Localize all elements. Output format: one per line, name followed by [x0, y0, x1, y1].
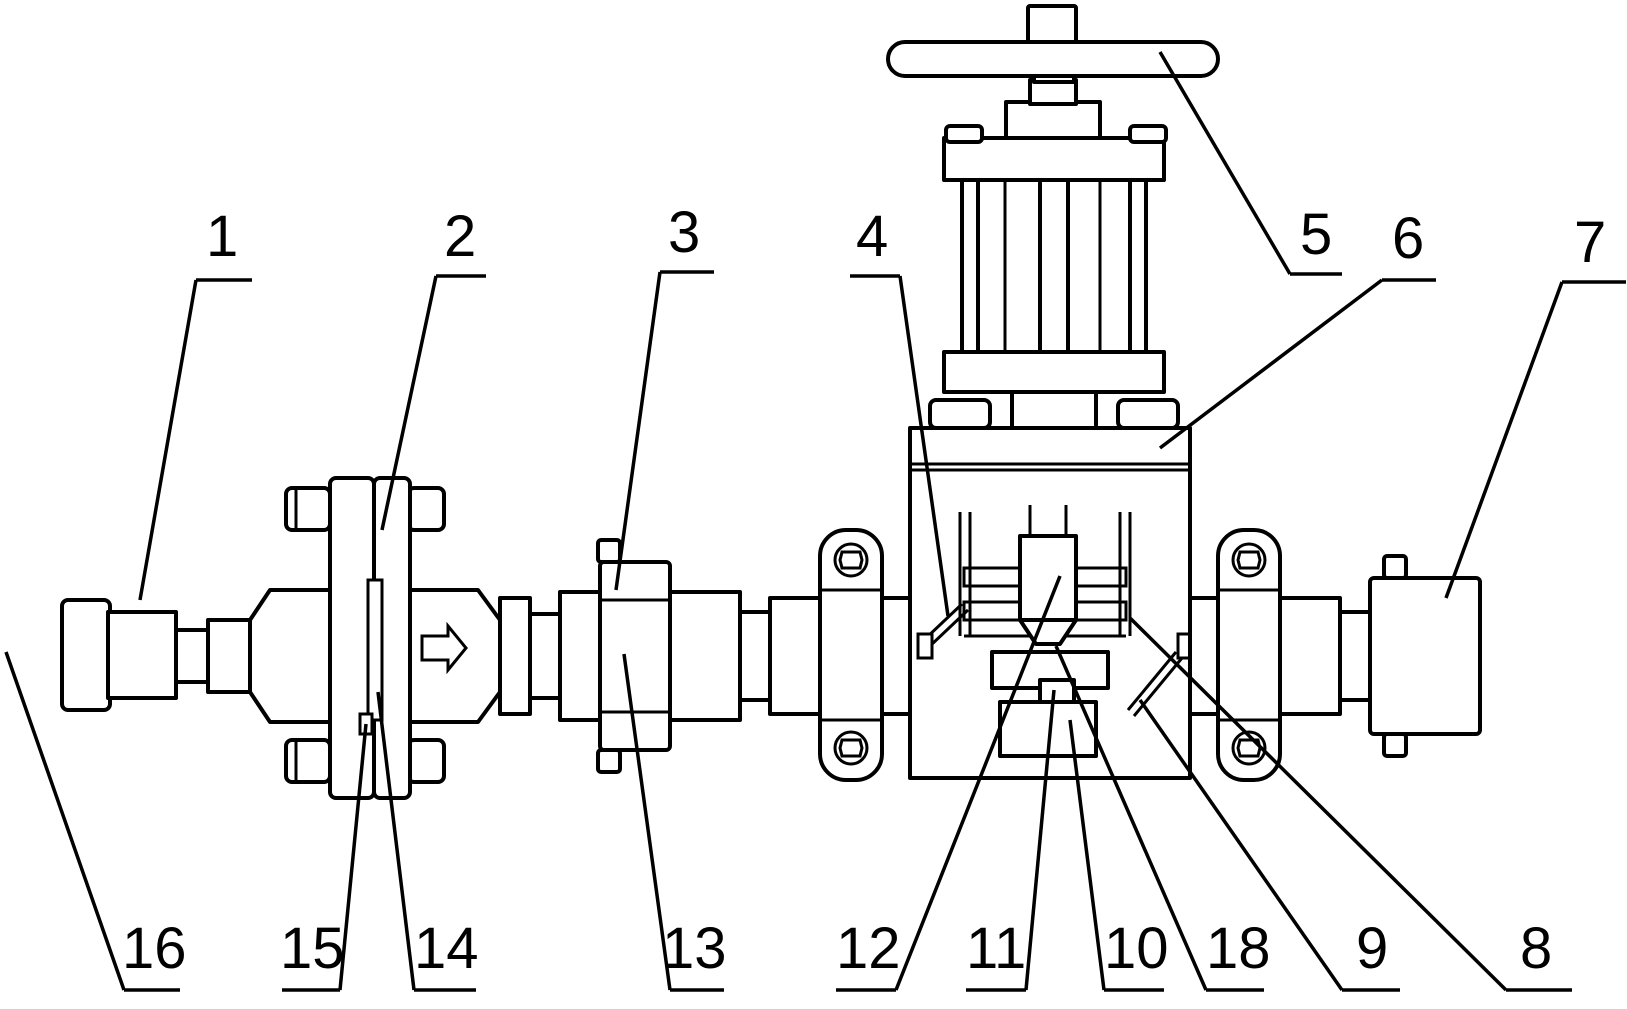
label-8: 8	[1520, 916, 1552, 981]
flow-direction-arrow	[420, 621, 468, 675]
label-15: 15	[280, 916, 345, 981]
label-3: 3	[668, 200, 700, 265]
label-18: 18	[1206, 916, 1271, 981]
leader-lines	[4, 51, 1626, 992]
label-12: 12	[836, 916, 901, 981]
part-labels: 1 2 3 4 5 6 7 8 9 10 11 12 13 14 15 16 1…	[122, 200, 1606, 981]
label-16: 16	[122, 916, 187, 981]
end-connector-right	[1278, 554, 1482, 758]
label-5: 5	[1300, 202, 1332, 267]
label-6: 6	[1392, 206, 1424, 271]
bonnet-actuator	[928, 68, 1180, 430]
label-11: 11	[966, 916, 1026, 981]
end-connector-left	[60, 598, 252, 712]
flange-assembly	[248, 476, 502, 800]
clamp-left	[818, 528, 912, 782]
label-2: 2	[444, 204, 476, 269]
handwheel	[886, 4, 1220, 78]
pipe-union	[498, 538, 822, 774]
clamp-right	[1188, 528, 1282, 782]
label-13: 13	[662, 916, 727, 981]
label-14: 14	[414, 916, 479, 981]
label-1: 1	[206, 204, 238, 269]
label-4: 4	[856, 204, 888, 269]
label-9: 9	[1356, 916, 1388, 981]
label-10: 10	[1104, 916, 1169, 981]
label-7: 7	[1574, 210, 1606, 275]
